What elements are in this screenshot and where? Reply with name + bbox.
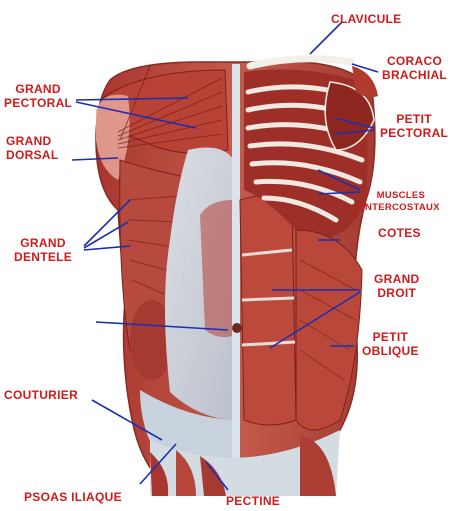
label-grand-pectoral: GRAND PECTORAL bbox=[4, 82, 72, 110]
psoas-iliaque-muscle bbox=[176, 450, 196, 496]
pectoral-fibers bbox=[117, 65, 223, 149]
label-grand-dorsal-line2: DORSAL bbox=[6, 148, 59, 162]
label-intercostaux-line1: MUSCLES bbox=[376, 190, 426, 201]
pectine-muscle bbox=[200, 456, 226, 496]
couturier-muscle bbox=[150, 452, 169, 496]
label-muscles-intercostaux: MUSCLES INTERCOSTAUX bbox=[362, 190, 440, 214]
label-intercostaux-line2: INTERCOSTAUX bbox=[362, 202, 440, 213]
label-clavicule-text: CLAVICULE bbox=[331, 12, 402, 26]
linea-alba bbox=[232, 64, 240, 474]
label-petit-oblique: PETIT OBLIQUE bbox=[362, 330, 419, 358]
pelvic-fascia bbox=[150, 430, 340, 496]
grand-droit-muscle bbox=[239, 195, 297, 426]
label-grand-droit-line1: GRAND bbox=[374, 272, 420, 286]
label-grand-dentele-line1: GRAND bbox=[20, 236, 66, 250]
right-thigh bbox=[300, 436, 336, 496]
label-petit-pectoral-line2: PECTORAL bbox=[380, 126, 449, 140]
label-coraco-line2: BRACHIAL bbox=[382, 68, 448, 82]
label-couturier-text: COUTURIER bbox=[4, 388, 79, 402]
label-petit-pectoral: PETIT PECTORAL bbox=[380, 112, 448, 140]
label-couturier: COUTURIER bbox=[4, 388, 78, 402]
label-cotes: COTES bbox=[378, 226, 421, 240]
label-petit-oblique-line1: PETIT bbox=[372, 330, 409, 344]
left-rectus bbox=[200, 200, 232, 338]
label-grand-dorsal: GRAND DORSAL bbox=[6, 134, 58, 162]
label-grand-pectoral-line2: PECTORAL bbox=[4, 96, 73, 110]
label-psoas-iliaque: PSOAS ILIAQUE bbox=[24, 490, 122, 504]
label-pectine: PECTINE bbox=[226, 494, 280, 508]
label-cotes-text: COTES bbox=[378, 226, 421, 240]
clavicle-bone bbox=[246, 55, 356, 70]
label-pectine-text: PECTINE bbox=[226, 494, 281, 508]
label-psoas-iliaque-text: PSOAS ILIAQUE bbox=[24, 490, 122, 504]
oblique-fibers bbox=[299, 259, 357, 381]
lateral-bulge bbox=[130, 300, 174, 380]
leader-lines bbox=[71, 21, 379, 491]
label-grand-dentele-line2: DENTELE bbox=[14, 250, 73, 264]
umbilicus bbox=[232, 323, 242, 333]
label-petit-oblique-line2: OBLIQUE bbox=[362, 344, 419, 358]
label-petit-pectoral-line1: PETIT bbox=[396, 112, 432, 126]
rectus-tendinous-lines bbox=[241, 248, 296, 347]
label-grand-droit-line2: DROIT bbox=[377, 286, 417, 300]
label-coraco-line1: CORACO bbox=[386, 54, 443, 68]
label-grand-droit: GRAND DROIT bbox=[374, 272, 420, 300]
petit-oblique-muscle bbox=[295, 229, 363, 431]
label-clavicule: CLAVICULE bbox=[331, 12, 401, 26]
label-grand-pectoral-line1: GRAND bbox=[15, 82, 61, 96]
label-grand-dentele: GRAND DENTELE bbox=[14, 236, 72, 264]
coraco-brachial-muscle bbox=[352, 66, 378, 98]
label-coraco-brachial: CORACO BRACHIAL bbox=[382, 54, 447, 82]
label-grand-dorsal-line1: GRAND bbox=[6, 134, 52, 148]
